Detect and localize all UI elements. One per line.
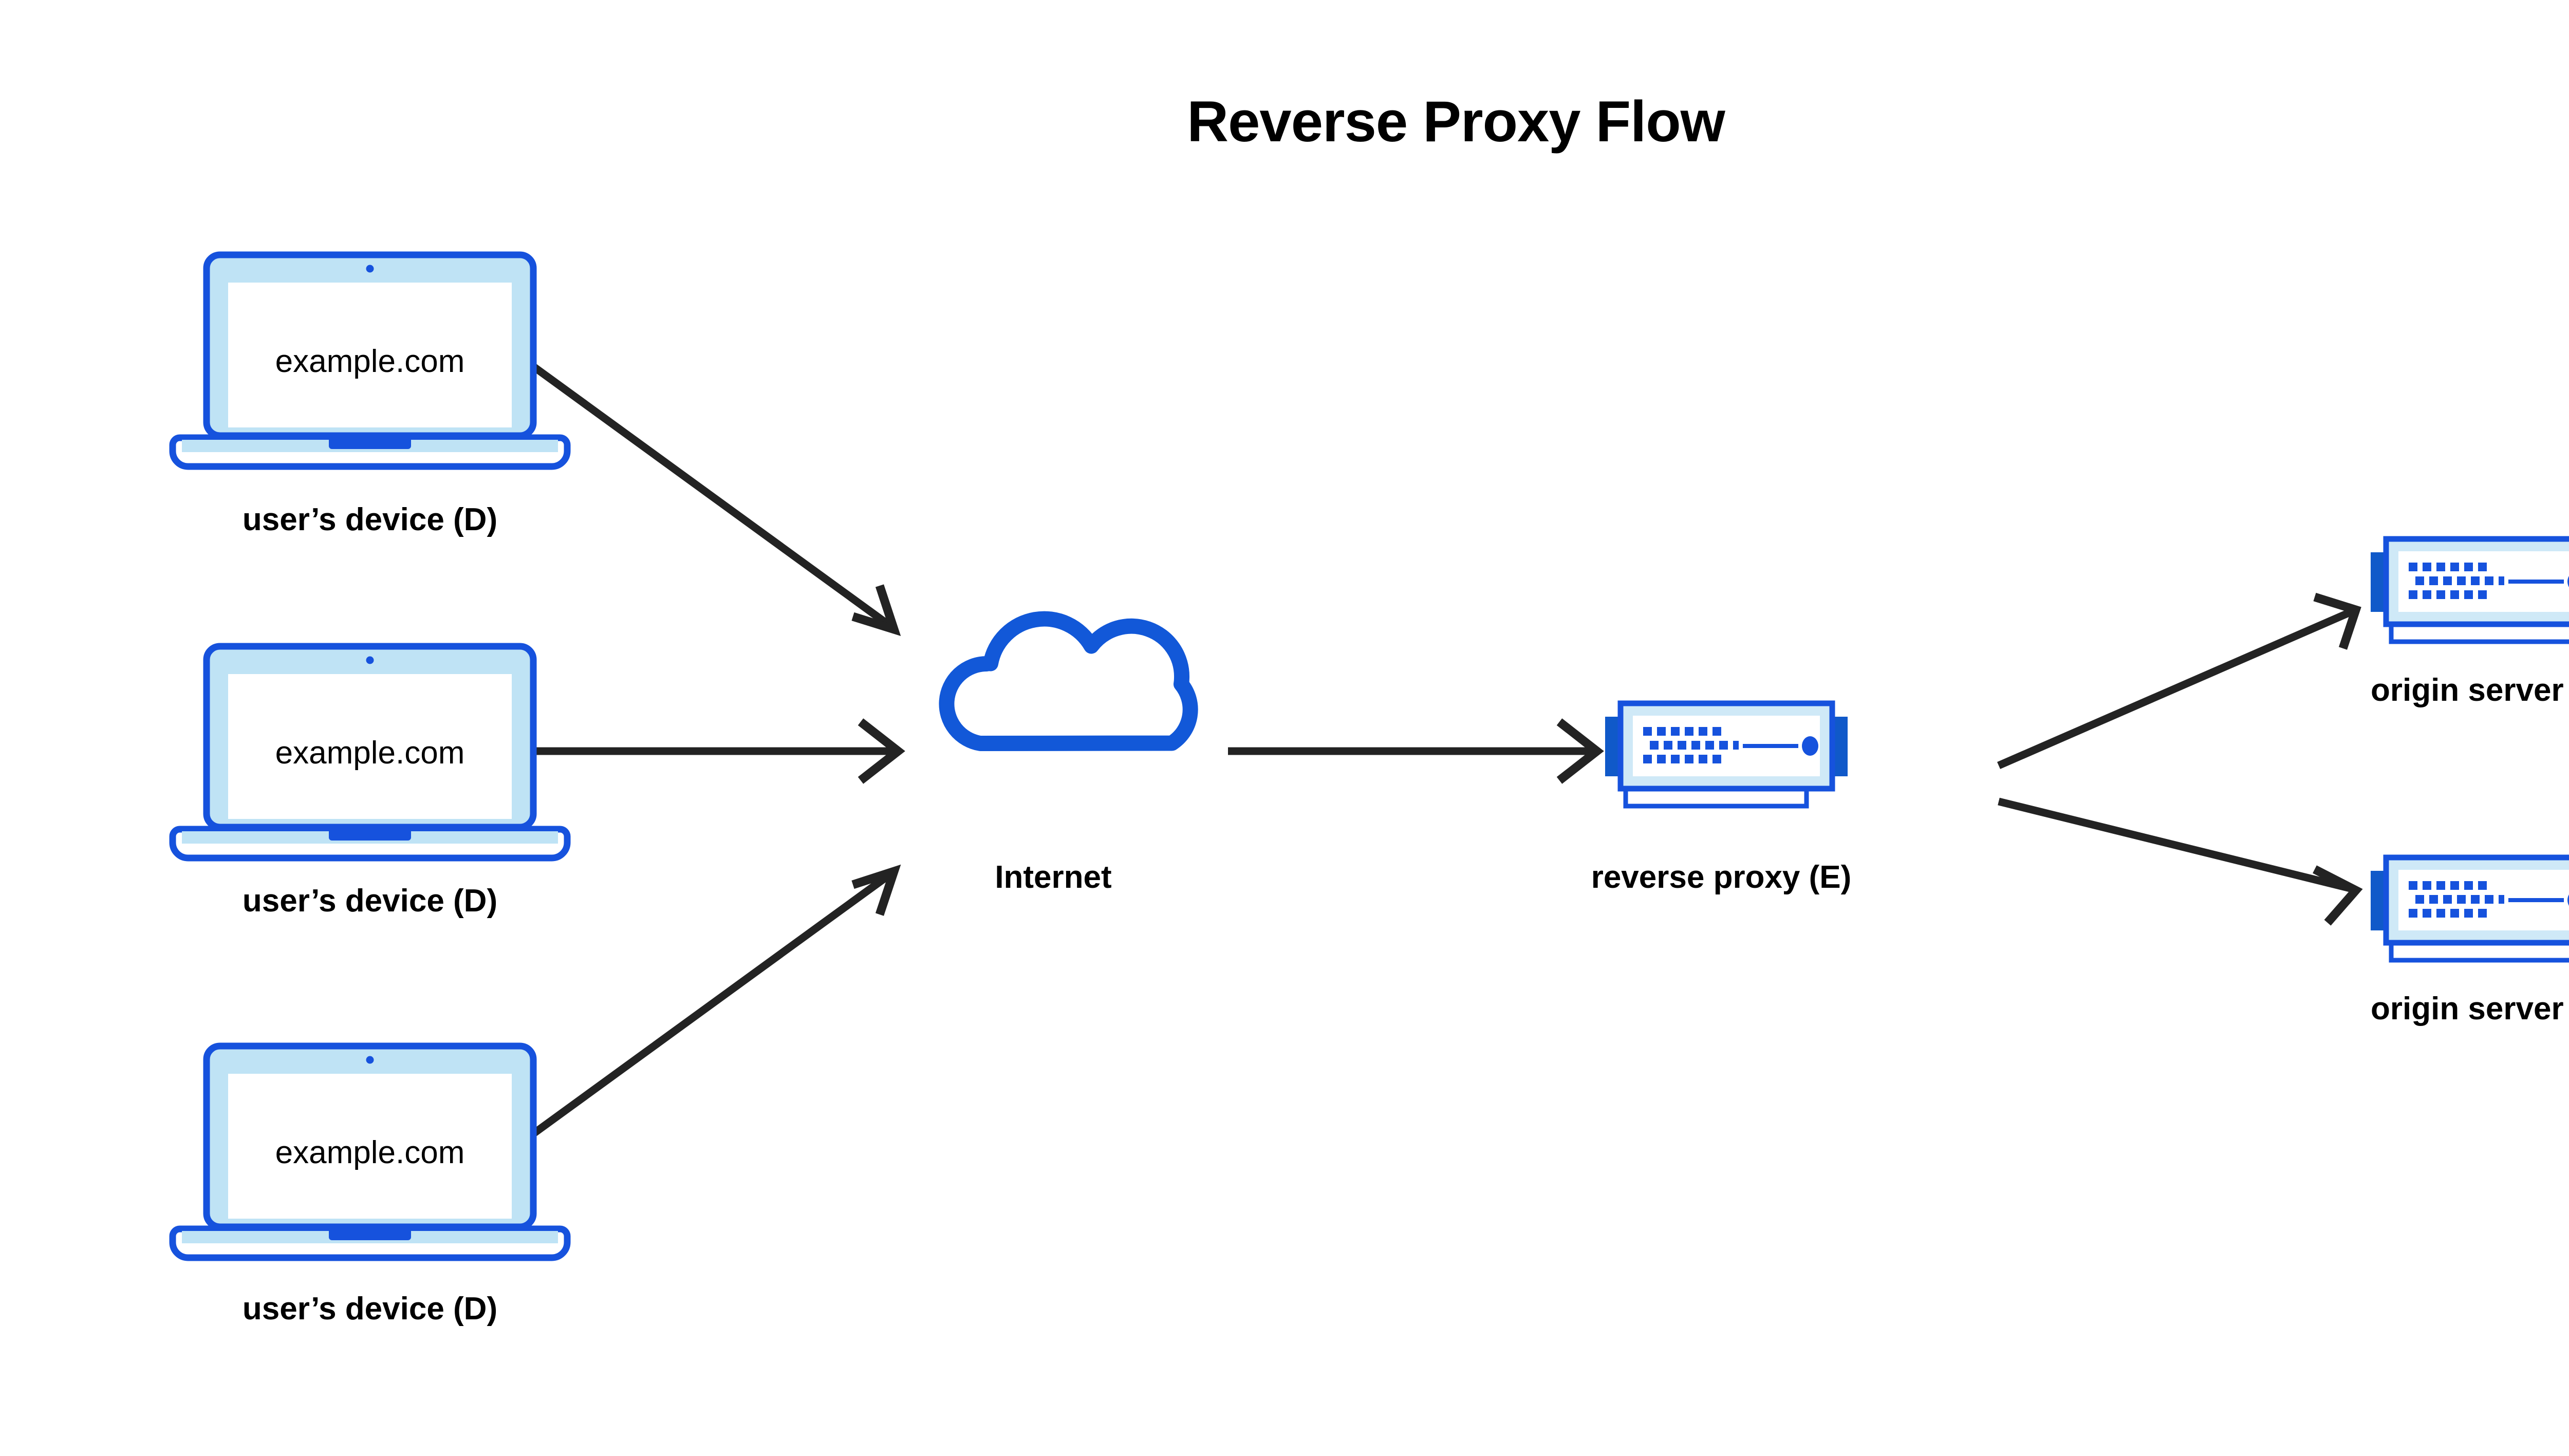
reverse-proxy-label: reverse proxy (E) [1591,860,1852,895]
server-icon [1605,703,1848,806]
edge-proxy-origin1 [1997,592,2361,769]
device-1-screen-text: example.com [275,344,465,379]
internet-label: Internet [995,860,1112,895]
node-origin-1[interactable] [2371,539,2569,642]
device-2-label: user’s device (D) [242,883,498,919]
edge-device3-internet [514,864,901,1149]
device-2-screen-text: example.com [275,735,465,771]
node-origin-2[interactable] [2371,857,2569,960]
origin-1-label: origin server (F) [2371,673,2569,708]
node-internet-cloud[interactable] [946,619,1190,743]
node-reverse-proxy[interactable] [1605,703,1848,806]
edge-proxy-origin2 [1998,797,2363,926]
device-3-label: user’s device (D) [242,1291,498,1327]
page-title: Reverse Proxy Flow [1187,89,1725,154]
cloud-icon [946,619,1190,743]
edge-device2-internet [517,718,905,784]
device-1-label: user’s device (D) [242,502,498,537]
origin-2-label: origin server (F) [2371,991,2569,1026]
server-icon [2371,857,2569,960]
server-icon [2371,539,2569,642]
edge-device1-internet [514,351,901,637]
edge-internet-proxy [1228,718,1604,784]
device-3-screen-text: example.com [275,1135,465,1170]
